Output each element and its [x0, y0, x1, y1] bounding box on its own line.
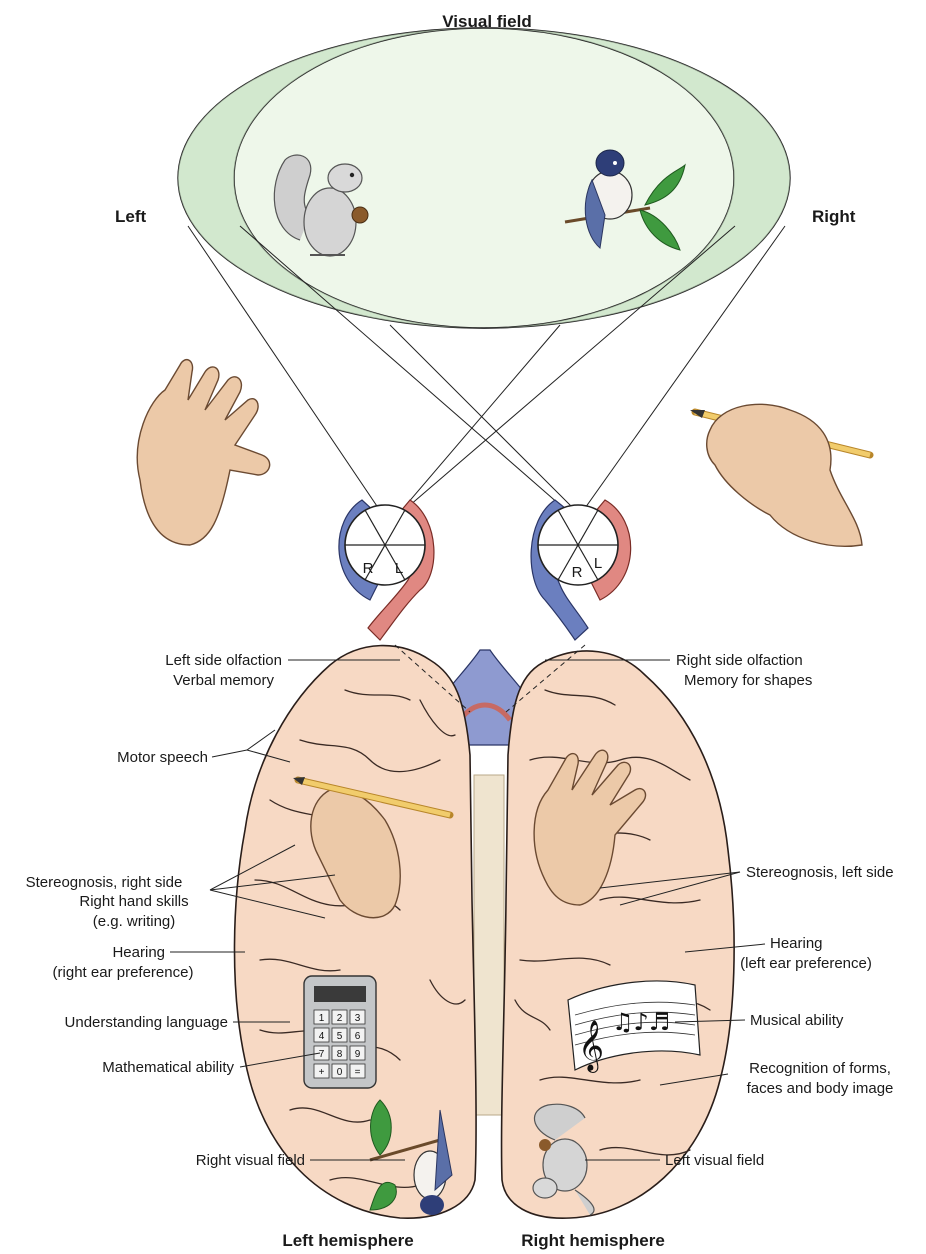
corpus-callosum [474, 775, 504, 1115]
calculator-icon: 1 2 3 4 5 6 7 8 9 +0 = [304, 976, 376, 1088]
label-hearing-left: Hearing [112, 944, 165, 961]
calculator-key-label: 7 [319, 1049, 325, 1060]
calculator-key-label: 6 [355, 1031, 361, 1042]
label-hearing-right: Hearing [770, 935, 823, 952]
eye-left-r: R [363, 560, 374, 577]
eye-right: R L [531, 500, 631, 640]
right-hand-pencil-icon [690, 404, 870, 546]
calculator-key-label: 8 [337, 1049, 343, 1060]
left-hand-icon [137, 360, 269, 545]
field-right-label: Right [812, 207, 856, 226]
calculator-key-label: = [355, 1067, 361, 1078]
label-right-hand-skills: Right hand skills [79, 893, 188, 910]
eye-right-l: L [594, 555, 602, 572]
eye-left: R L [339, 500, 434, 640]
label-stereognosis-right-side: Stereognosis, right side [26, 874, 183, 891]
label-faces-and-body-image: faces and body image [747, 1080, 894, 1097]
calculator-key-label: 0 [337, 1067, 343, 1078]
label-mathematical-ability: Mathematical ability [102, 1059, 234, 1076]
label-left-ear-preference: (left ear preference) [740, 955, 872, 972]
label-musical-ability: Musical ability [750, 1012, 844, 1029]
calculator-key-label: 2 [337, 1013, 343, 1024]
calculator-key-label: 5 [337, 1031, 343, 1042]
label-verbal-memory: Verbal memory [173, 672, 274, 689]
svg-text:𝄞: 𝄞 [578, 1020, 604, 1073]
calculator-key-label: + [319, 1067, 325, 1078]
calculator-key-label: 1 [319, 1013, 325, 1024]
label-left-visual-field: Left visual field [665, 1152, 764, 1169]
left-hemisphere-label: Left hemisphere [282, 1231, 413, 1250]
right-hemisphere-label: Right hemisphere [521, 1231, 665, 1250]
label-memory-for-shapes: Memory for shapes [684, 672, 812, 689]
field-left-label: Left [115, 207, 147, 226]
label-understanding-language: Understanding language [65, 1014, 228, 1031]
label-stereognosis-left-side: Stereognosis, left side [746, 864, 894, 881]
label-motor-speech: Motor speech [117, 749, 208, 766]
visual-field-ellipses [178, 28, 790, 328]
eye-right-r: R [572, 564, 583, 581]
label-recognition-of-forms: Recognition of forms, [749, 1060, 891, 1077]
label-right-olfaction: Right side olfaction [676, 652, 803, 669]
label-left-olfaction: Left side olfaction [165, 652, 282, 669]
label-right-ear-preference: (right ear preference) [53, 964, 194, 981]
eye-left-l: L [395, 560, 403, 577]
svg-text:♫♪♬: ♫♪♬ [612, 1008, 670, 1036]
label-writing: (e.g. writing) [93, 913, 176, 930]
calculator-key-label: 3 [355, 1013, 361, 1024]
calculator-key-label: 9 [355, 1049, 361, 1060]
right-hemisphere [502, 651, 735, 1218]
label-right-visual-field: Right visual field [196, 1152, 305, 1169]
calculator-key-label: 4 [319, 1031, 325, 1042]
